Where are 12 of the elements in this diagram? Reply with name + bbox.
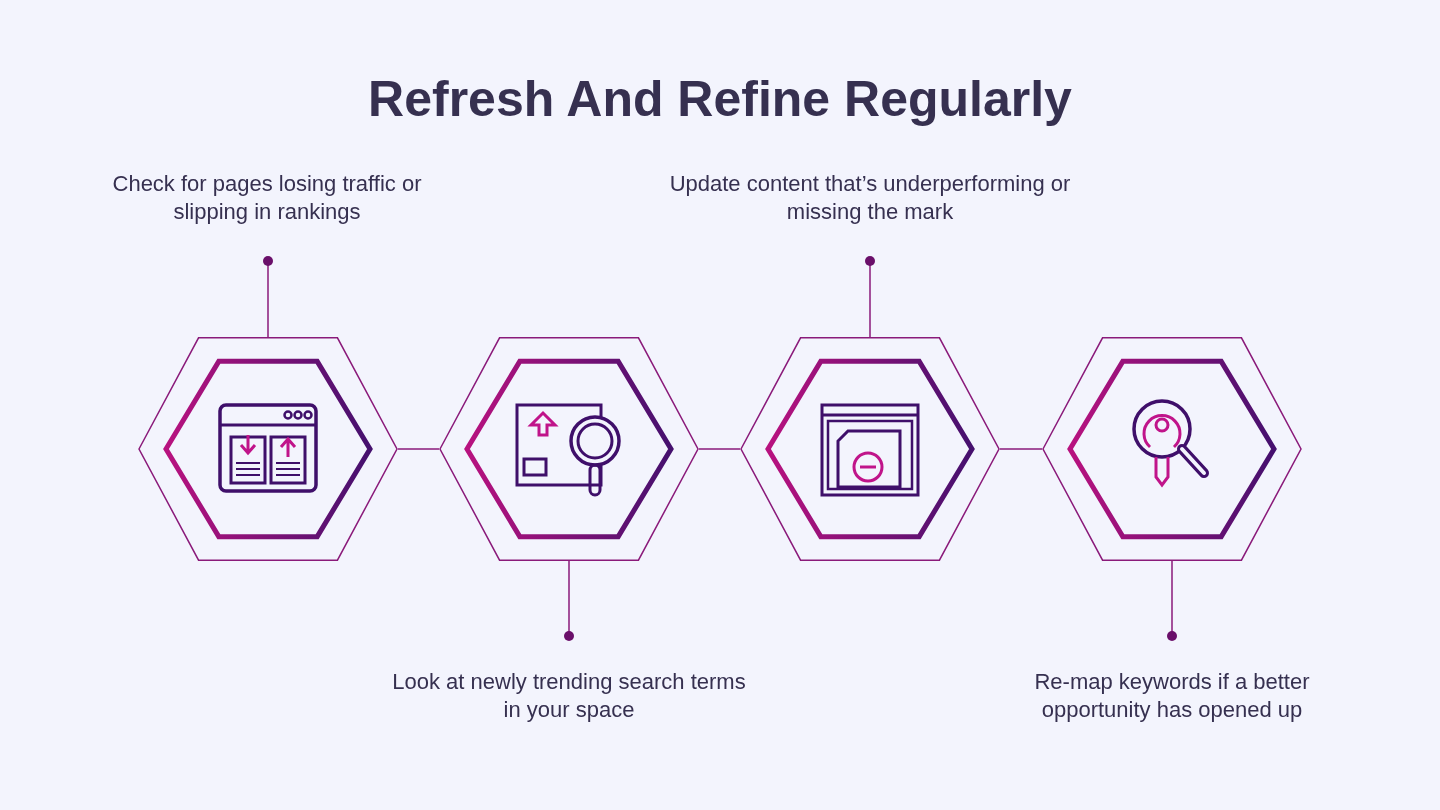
title: Refresh And Refine Regularly xyxy=(368,70,1072,128)
connector-line xyxy=(999,448,1043,450)
step-text: Check for pages losing traffic or slipping in rankings xyxy=(111,170,423,226)
leader-line xyxy=(263,256,273,338)
connector-line xyxy=(698,448,741,450)
step-text: Look at newly trending search terms in your space xyxy=(391,668,747,724)
leader-line xyxy=(865,256,875,338)
leader-line xyxy=(1167,560,1177,641)
leader-line xyxy=(564,560,574,641)
connector-line xyxy=(397,448,440,450)
step-text: Update content that’s underperforming or missing the mark xyxy=(668,170,1072,226)
step-text: Re-map keywords if a better opportunity has opened up xyxy=(1033,668,1311,724)
